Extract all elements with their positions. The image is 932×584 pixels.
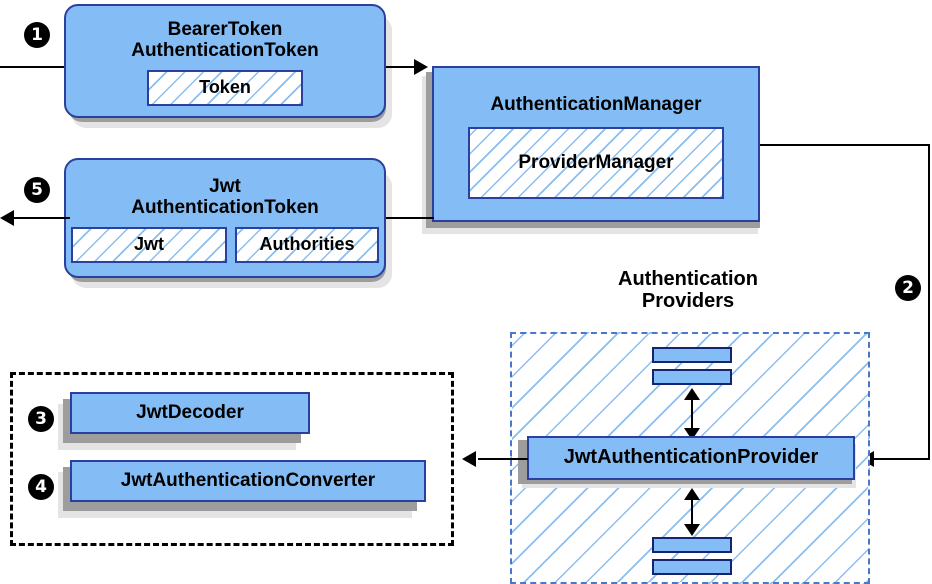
outgoing-response-arrowhead [0, 210, 14, 226]
node-bearer-token-authentication-token[interactable]: BearerToken AuthenticationToken Token [64, 4, 386, 118]
node-jwt-authentication-converter[interactable]: JwtAuthenticationConverter [70, 460, 426, 502]
jwt-token-inner-row: Jwt Authorities [71, 226, 379, 263]
bearer-token-inner-token: Token [147, 69, 303, 106]
manager-to-provider-line-top [760, 144, 930, 146]
jwt-token-inner-jwt: Jwt [71, 226, 227, 263]
provider-to-support-arrowhead [462, 451, 476, 467]
provider-bottom-connector-arrow-up [684, 488, 700, 500]
provider-top-connector-line [691, 392, 693, 432]
bearer-token-title: BearerToken AuthenticationToken [131, 19, 319, 61]
incoming-request-line [0, 66, 70, 68]
jwt-support-container [10, 372, 454, 546]
manager-to-provider-line-bottom [872, 458, 930, 460]
provider-to-support-line [478, 458, 528, 460]
auth-manager-title: AuthenticationManager [490, 93, 702, 115]
jwt-converter-title: JwtAuthenticationConverter [120, 469, 376, 491]
authentication-providers-caption: Authentication Providers [618, 268, 758, 313]
bearer-to-manager-arrowhead [414, 59, 428, 75]
step-marker-3: 3 [28, 406, 54, 432]
jwt-token-title: Jwt AuthenticationToken [131, 176, 319, 218]
provider-bottom-connector-arrow-down [684, 524, 700, 536]
provider-stub-bottom-1 [652, 537, 732, 553]
node-jwt-authentication-provider[interactable]: JwtAuthenticationProvider [527, 436, 855, 480]
manager-to-jwt-token-line [386, 217, 434, 219]
auth-manager-inner-provider-manager: ProviderManager [468, 127, 724, 200]
outgoing-response-line [12, 217, 70, 219]
step-marker-1: 1 [24, 22, 50, 48]
manager-to-provider-line-vertical [928, 144, 930, 460]
node-jwt-decoder[interactable]: JwtDecoder [70, 392, 310, 434]
step-marker-4: 4 [28, 474, 54, 500]
jwt-decoder-title: JwtDecoder [136, 401, 244, 423]
step-marker-2: 2 [895, 275, 921, 301]
step-marker-5: 5 [24, 177, 50, 203]
provider-top-connector-arrow-up [684, 388, 700, 400]
jwt-token-inner-authorities: Authorities [235, 226, 379, 263]
provider-stub-top-2 [652, 369, 732, 385]
provider-stub-bottom-2 [652, 559, 732, 575]
bearer-to-manager-line [386, 66, 422, 68]
provider-stub-top-1 [652, 347, 732, 363]
provider-bottom-connector-line [691, 492, 693, 530]
node-jwt-authentication-token[interactable]: Jwt AuthenticationToken Jwt Authorities [64, 158, 386, 278]
jwt-provider-title: JwtAuthenticationProvider [563, 446, 819, 469]
node-authentication-manager[interactable]: AuthenticationManager ProviderManager [432, 66, 760, 222]
